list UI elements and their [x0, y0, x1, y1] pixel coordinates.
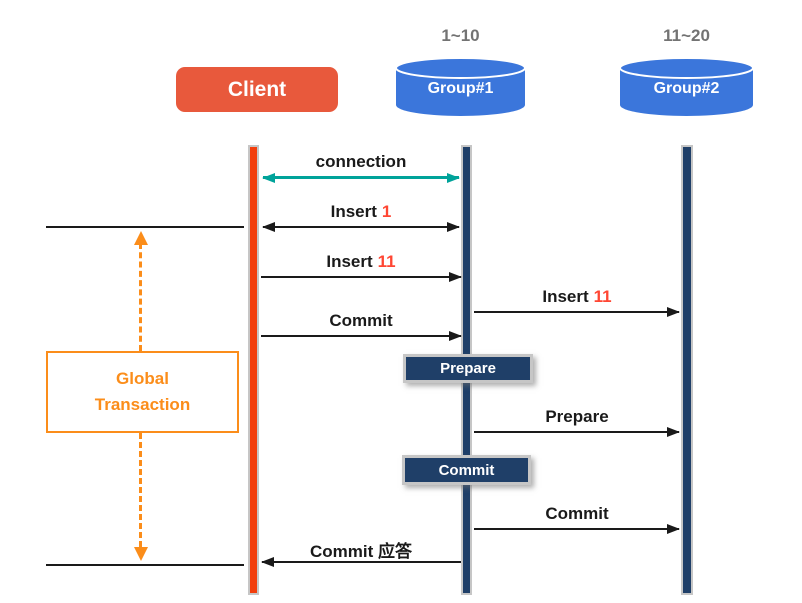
message-label-commit-reply: Commit 应答 [262, 537, 460, 562]
commit-badge-label: Commit [438, 461, 495, 479]
group2-range-label: 11~20 [663, 26, 710, 45]
message-value: 11 [593, 287, 612, 306]
message-label-connection: connection [262, 152, 460, 172]
commit-forward-arrow [474, 524, 680, 534]
message-text: Prepare [545, 407, 609, 426]
message-value: 11 [377, 252, 396, 271]
arrow-up-icon [134, 231, 148, 245]
message-text: Commit 应答 [310, 542, 412, 561]
client-box: Client [176, 67, 338, 112]
global-span-dashed-line-top [139, 243, 142, 351]
commit-reply-arrow [261, 557, 461, 567]
global-span-dashed-line-bottom [139, 433, 142, 547]
database-icon-group2: Group#2 [618, 56, 755, 118]
message-value: 1 [381, 202, 392, 221]
insert-11-arrow [261, 272, 462, 282]
group2-label: Group#2 [653, 80, 720, 97]
commit-arrow [261, 331, 462, 341]
global-transaction-box: Global Transaction [46, 351, 239, 433]
message-text: Insert [326, 252, 373, 271]
message-text: Insert [330, 202, 377, 221]
client-label: Client [227, 77, 287, 101]
message-text: Insert [542, 287, 589, 306]
message-label-prepare-forward: Prepare [474, 407, 680, 427]
arrow-down-icon [134, 547, 148, 561]
group1-range-label: 1~10 [441, 26, 480, 45]
prepare-badge-label: Prepare [440, 360, 496, 377]
database-cylinder-icon [395, 57, 526, 116]
message-label-commit: Commit [262, 311, 460, 331]
group2-lifeline [681, 145, 693, 595]
prepare-badge: Prepare [403, 354, 533, 383]
message-label-commit-forward: Commit [474, 504, 680, 524]
transaction-end-line [46, 564, 244, 566]
connection-arrow [262, 172, 460, 183]
commit-badge: Commit [402, 455, 531, 485]
insert-1-arrow [262, 222, 460, 232]
message-text: connection [315, 152, 407, 171]
database-icon-group1: Group#1 [394, 56, 527, 118]
message-text: Commit [545, 504, 609, 523]
group1-label: Group#1 [427, 80, 494, 97]
global-transaction-label: Global Transaction [94, 368, 191, 414]
prepare-forward-arrow [474, 427, 680, 437]
message-text: Commit [329, 311, 393, 330]
database-cylinder-icon [619, 57, 754, 116]
insert-11-forward-arrow [474, 307, 680, 317]
client-lifeline [248, 145, 259, 595]
transaction-start-line [46, 226, 244, 228]
